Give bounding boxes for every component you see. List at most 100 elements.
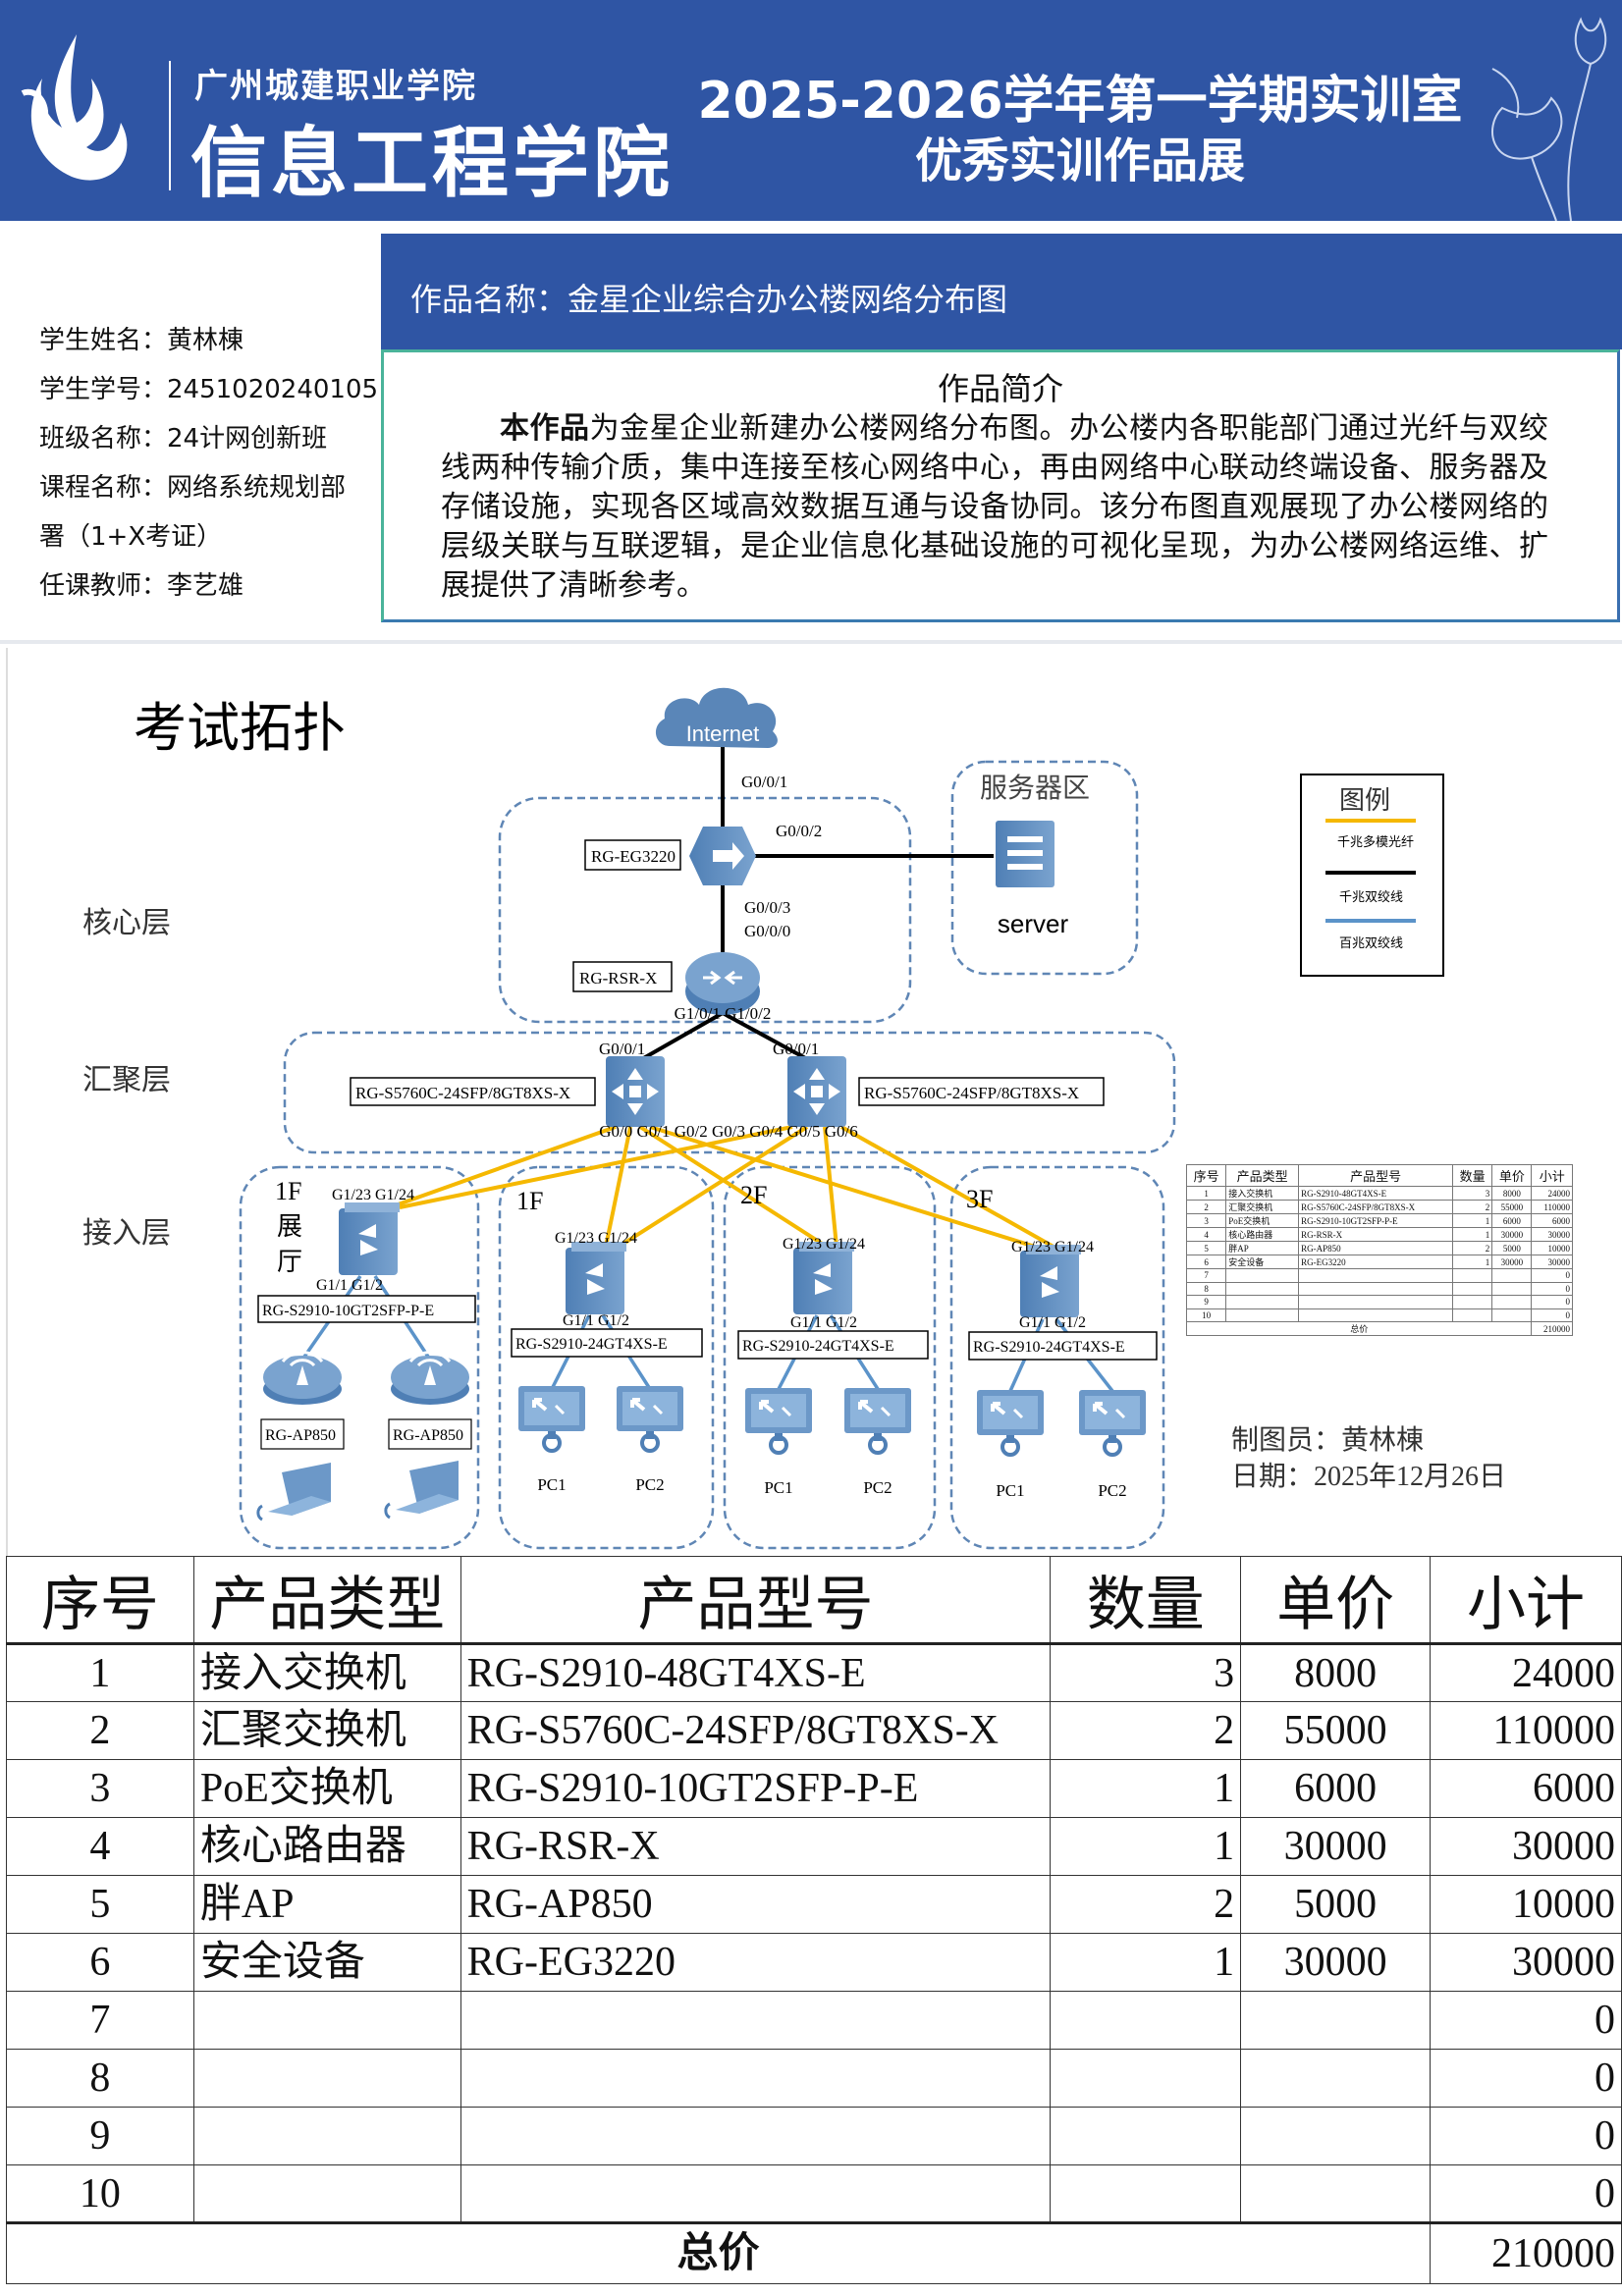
mini-table-cell: 6: [1186, 1255, 1227, 1269]
column-header: 产品类型: [192, 1556, 461, 1645]
date: 日期：2025年12月26日: [1231, 1461, 1506, 1492]
class-name: 班级名称：24计网创新班: [39, 424, 328, 454]
port-label: G1/0/1 G1/0/2: [675, 1004, 772, 1023]
mini-table-cell: 10: [1186, 1308, 1227, 1322]
table-cell: [192, 2164, 461, 2223]
divider: [169, 61, 171, 190]
access-model-label: RG-S2910-24GT4XS-E: [515, 1336, 668, 1353]
table-cell: 9: [6, 2107, 194, 2165]
legend-label: 百兆双绞线: [1339, 935, 1403, 950]
course-name: 课程名称：网络系统规划部: [39, 473, 347, 503]
table-cell: 8000: [1240, 1643, 1432, 1702]
aggregation-switch-2-icon: [787, 1056, 846, 1127]
intro-text: 为金星企业新建办公楼网络分布图。办公楼内各职能部门通过光纤与双绞线两种传输介质，…: [441, 411, 1549, 603]
table-cell: RG-S2910-10GT2SFP-P-E: [460, 1759, 1052, 1818]
table-cell: 7: [6, 1991, 194, 2050]
mini-table-cell: 3: [1186, 1213, 1227, 1228]
agg-model-label: RG-S5760C-24SFP/8GT8XS-X: [864, 1084, 1079, 1102]
ap-model-label: RG-AP850: [265, 1427, 336, 1444]
mini-table-cell: 4: [1186, 1227, 1227, 1242]
link-rsr-agg1: [639, 1011, 724, 1062]
mini-table-cell: 30000: [1491, 1255, 1533, 1269]
access-switch-3f-icon: [1020, 1245, 1081, 1317]
table-cell: 2: [1050, 1701, 1242, 1760]
laptop-icon: [256, 1461, 333, 1522]
access-zone-hall: [239, 1165, 480, 1550]
mini-table-cell: [1298, 1281, 1454, 1296]
pc-icon: [1077, 1388, 1148, 1457]
pc-label: PC2: [635, 1475, 664, 1494]
layer-access: 接入层: [82, 1217, 171, 1250]
pc-icon: [842, 1386, 913, 1455]
rsr-model-label: RG-RSR-X: [579, 969, 657, 988]
mini-table-cell: [1491, 1268, 1533, 1283]
section-divider: [0, 640, 1622, 644]
column-header: 单价: [1240, 1556, 1432, 1645]
mini-table-cell: 24000: [1531, 1186, 1573, 1201]
table-cell: 接入交换机: [192, 1643, 461, 1702]
port-label: G1/1 G1/2: [563, 1312, 629, 1329]
author: 制图员：黄林棟: [1231, 1424, 1424, 1456]
mini-table-cell: RG-AP850: [1298, 1241, 1454, 1255]
table-cell: [1050, 2049, 1242, 2108]
table-cell: [460, 1991, 1052, 2050]
exhibition-title-line1: 2025-2026学年第一学期实训室: [697, 72, 1463, 131]
lotus-decoration-icon: [1491, 17, 1607, 221]
access-model-label: RG-S2910-24GT4XS-E: [973, 1339, 1125, 1356]
poe-switch-icon: [339, 1202, 400, 1275]
access-model-label: RG-S2910-24GT4XS-E: [742, 1338, 894, 1355]
intro-body: 本作品为金星企业新建办公楼网络分布图。办公楼内各职能部门通过光纤与双绞线两种传输…: [441, 409, 1548, 606]
school-name: 广州城建职业学院: [194, 67, 477, 106]
eg-model-label: RG-EG3220: [591, 847, 676, 866]
port-label: G1/23 G1/24: [555, 1230, 637, 1247]
table-cell: 10000: [1430, 1875, 1622, 1934]
internet-cloud-icon: Internet: [655, 687, 778, 748]
layer-core: 核心层: [82, 907, 171, 939]
legend: 图例 千兆多模光纤 千兆双绞线 百兆双绞线: [1300, 774, 1444, 977]
access-point-icon: [261, 1351, 344, 1407]
pc-icon: [743, 1386, 814, 1455]
mini-table-cell: 1: [1186, 1186, 1227, 1201]
access-point-icon: [389, 1351, 471, 1407]
fiber-link: [604, 1126, 632, 1248]
layer-aggregation: 汇聚层: [82, 1064, 171, 1096]
mini-table-cell: 5000: [1491, 1241, 1533, 1255]
floor-label: 3F: [966, 1185, 993, 1213]
floor-label: 1F: [516, 1187, 543, 1215]
table-cell: RG-S2910-48GT4XS-E: [460, 1643, 1052, 1702]
column-header: 产品型号: [460, 1556, 1052, 1645]
intro-title: 作品简介: [937, 370, 1063, 407]
mini-table-cell: 30000: [1491, 1227, 1533, 1242]
server-icon: [996, 821, 1054, 887]
mini-table-cell: 5: [1186, 1241, 1227, 1255]
link-rsr-agg2: [722, 1011, 810, 1062]
college-name: 信息工程学院: [190, 120, 675, 208]
mini-table-cell: [1225, 1268, 1300, 1283]
table-cell: 核心路由器: [192, 1817, 461, 1876]
table-cell: [1240, 1991, 1432, 2050]
table-cell: [1240, 2164, 1432, 2223]
mini-column-header: 产品类型: [1225, 1164, 1300, 1187]
legend-label: 千兆多模光纤: [1337, 834, 1414, 849]
table-cell: [192, 1991, 461, 2050]
fiber-link: [389, 1125, 617, 1209]
aggregation-switch-1-icon: [606, 1056, 665, 1127]
pc-label: PC2: [863, 1478, 892, 1497]
port-label: G1/23 G1/24: [1011, 1239, 1094, 1255]
table-cell: 30000: [1240, 1817, 1432, 1876]
mini-column-header: 数量: [1452, 1164, 1493, 1187]
port-label: G1/1 G1/2: [790, 1314, 857, 1331]
table-cell: 10: [6, 2164, 194, 2223]
mini-table-cell: 6000: [1491, 1213, 1533, 1228]
mini-table-cell: [1298, 1295, 1454, 1309]
table-cell: 1: [1050, 1759, 1242, 1818]
port-label: G0/0/1: [741, 773, 787, 791]
pc-icon: [516, 1384, 587, 1453]
student-name: 学生姓名：黄林棟: [39, 326, 244, 355]
